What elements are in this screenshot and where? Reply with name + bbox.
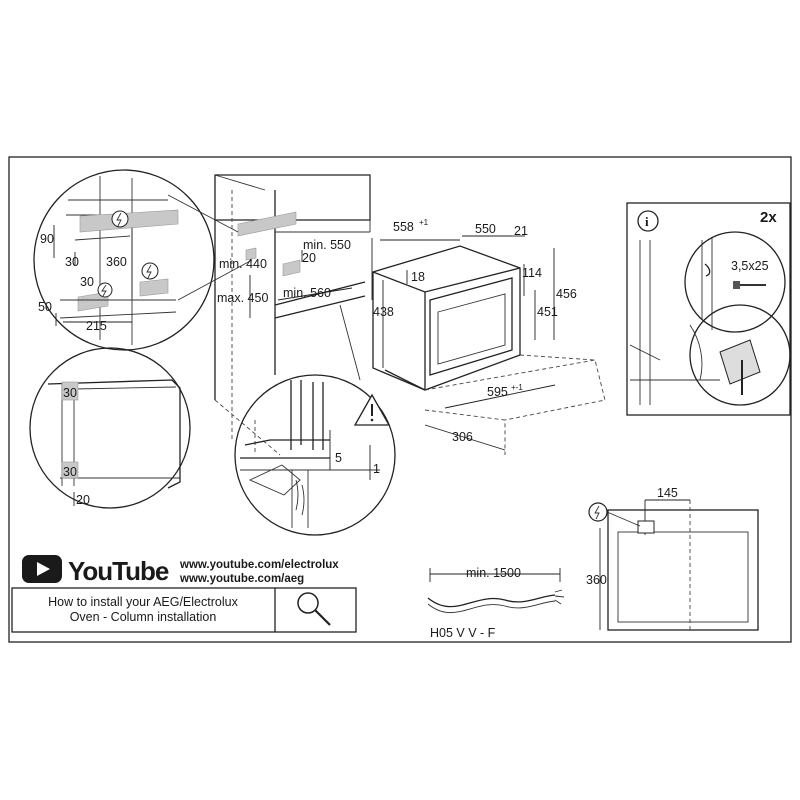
dim-label: 20: [302, 251, 316, 265]
search-magnifier-icon[interactable]: [297, 592, 331, 626]
dim-label: 438: [373, 305, 394, 319]
dim-label: 360: [106, 255, 127, 269]
dim-label: 114: [522, 266, 542, 280]
screw-icon: [733, 281, 766, 289]
youtube-url-aeg[interactable]: www.youtube.com/aeg: [179, 573, 304, 585]
dim-label: 550: [475, 222, 496, 236]
socket-drawing: 145 360: [586, 486, 759, 631]
outer-frame: [8, 156, 792, 643]
oven-drawing: 558 +1 550 21 18 114 456 438 451 595 +-1…: [372, 218, 606, 455]
youtube-caption-box: [11, 587, 357, 633]
youtube-url-electrolux[interactable]: www.youtube.com/electrolux: [179, 559, 339, 571]
dim-label: 215: [86, 319, 107, 333]
dim-label: 21: [514, 224, 528, 238]
socket-height-label: 360: [586, 573, 607, 587]
info-icon: i: [637, 210, 659, 232]
warning-icon: [353, 393, 391, 426]
ground-detail-circle: 5 1: [234, 374, 396, 536]
electric-hazard-icon: [141, 262, 159, 280]
left-detail-circle: 90 30 360 30 50 215: [33, 169, 215, 351]
dim-label: 306: [452, 430, 473, 444]
dim-label: 30: [80, 275, 94, 289]
dim-label: 30: [63, 465, 77, 479]
dim-label: 456: [556, 287, 577, 301]
youtube-play-icon: [22, 555, 62, 583]
dim-label: 20: [76, 493, 90, 507]
dim-label: 1: [373, 462, 380, 476]
dim-label: +1: [419, 218, 429, 227]
corner-detail-circle: 30 30 20: [29, 347, 191, 509]
youtube-section: YouTube www.youtube.com/electrolux www.y…: [11, 555, 357, 633]
dim-label: min. 440: [219, 257, 267, 271]
dim-label: min. 560: [283, 286, 331, 300]
electric-hazard-icon: [97, 282, 113, 298]
youtube-brand: YouTube: [68, 556, 169, 586]
cable-drawing: min. 1500 H05 V V - F: [427, 566, 565, 640]
screw-size-label: 3,5x25: [731, 259, 769, 273]
dim-label: 50: [38, 300, 52, 314]
electric-hazard-icon: [588, 502, 608, 522]
socket-width-label: 145: [657, 486, 678, 500]
screw-panel: i 2x 3,5x25: [626, 202, 791, 416]
cable-type-label: H05 V V - F: [430, 626, 496, 640]
dim-label: 30: [63, 386, 77, 400]
caption-line2: Oven - Column installation: [70, 610, 217, 624]
caption-line1: How to install your AEG/Electrolux: [48, 595, 238, 609]
dim-label: 451: [537, 305, 558, 319]
cabinet-drawing: min. 440 20 min. 550 max. 450 min. 560: [167, 174, 373, 456]
dim-label: 5: [335, 451, 342, 465]
dim-label: +-1: [511, 383, 523, 392]
dim-label: 595: [487, 385, 508, 399]
dim-label: 90: [40, 232, 54, 246]
count-label: 2x: [760, 209, 777, 226]
dim-label: max. 450: [217, 291, 268, 305]
dim-label: 30: [65, 255, 79, 269]
electric-hazard-icon: [111, 210, 129, 228]
dim-label: min. 550: [303, 238, 351, 252]
svg-text:i: i: [645, 214, 649, 229]
dim-label: 18: [411, 270, 425, 284]
dim-label: 558: [393, 220, 414, 234]
cable-length-label: min. 1500: [466, 566, 521, 580]
